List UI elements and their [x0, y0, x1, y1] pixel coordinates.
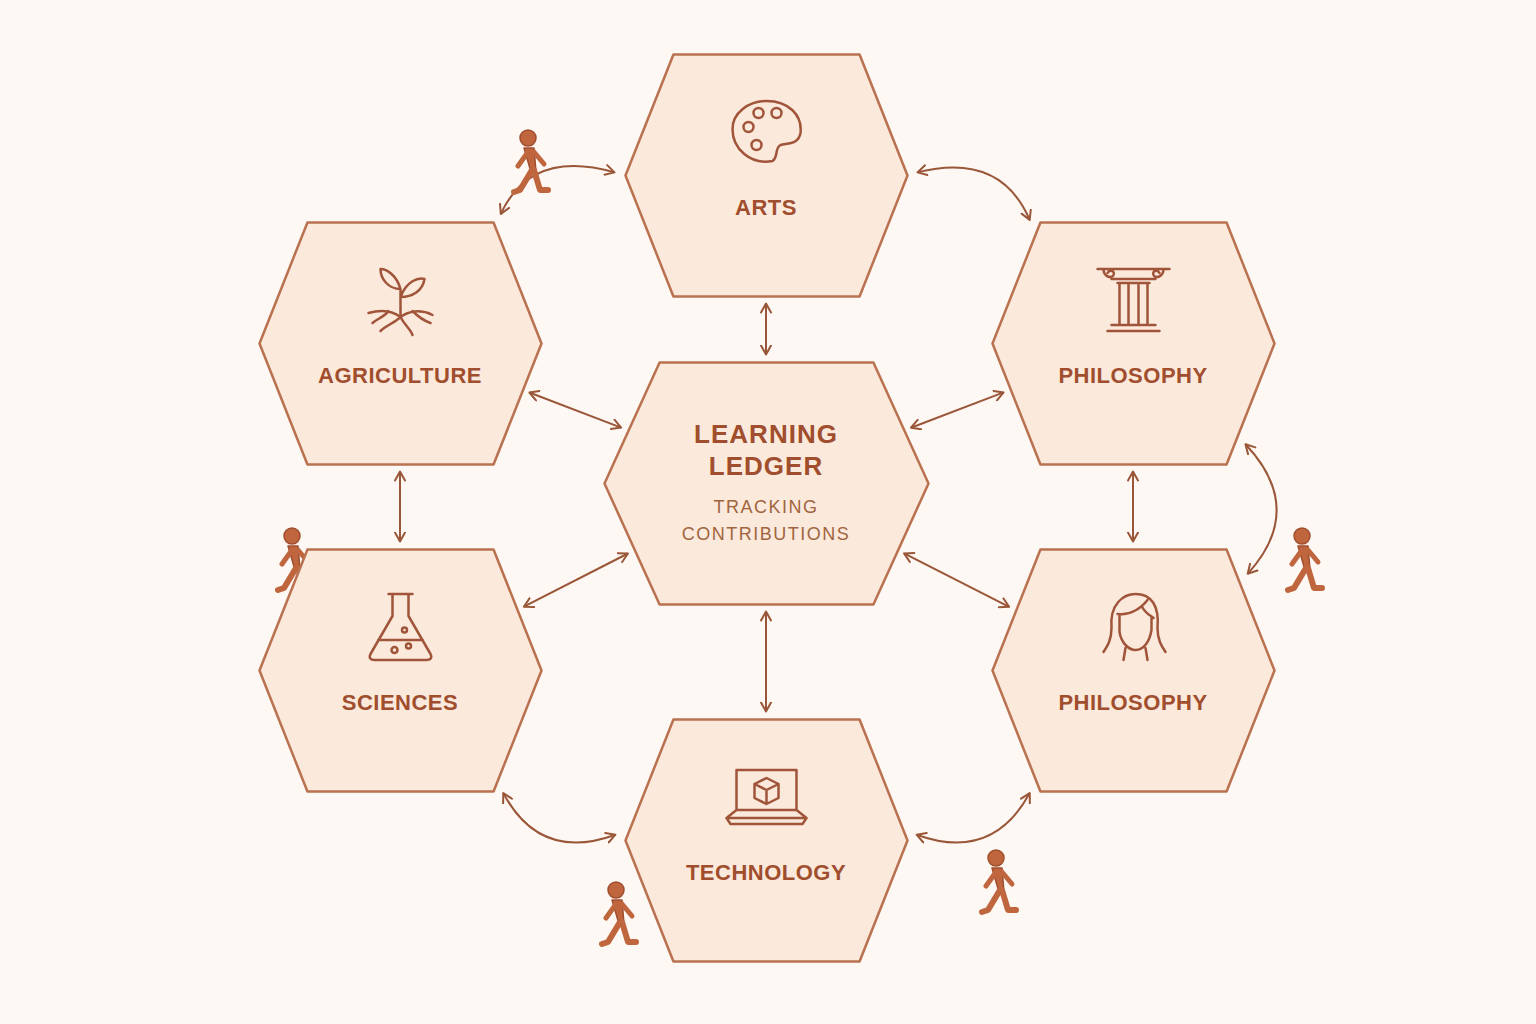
hexagon-outline [991, 548, 1276, 793]
hexagon-outline [603, 361, 930, 606]
hexagon-outline [624, 718, 909, 963]
hub-title: LEARNING LEDGER [671, 418, 861, 482]
connector-arrow [917, 793, 1030, 842]
node-label: TECHNOLOGY [686, 860, 846, 886]
palette-icon [732, 101, 800, 162]
connector-arrow [1132, 472, 1134, 542]
connector-arrow [765, 304, 767, 355]
laptop-icon [726, 770, 806, 824]
hexagon-outline [258, 548, 543, 793]
connector-arrow [524, 554, 628, 607]
hexagon-node: LEARNING LEDGER TRACKING CONTRIBUTIONS [603, 361, 930, 606]
hexagon-outline [624, 53, 909, 298]
flask-icon [369, 594, 431, 660]
hexagon-outline [258, 221, 543, 466]
hub-subtitle: TRACKING CONTRIBUTIONS [646, 494, 886, 548]
walking-person [514, 130, 548, 192]
connector-arrow [911, 392, 1004, 427]
connector-arrow [399, 472, 401, 542]
connector-arrow [503, 793, 615, 842]
column-icon [1097, 269, 1169, 331]
head-icon [1103, 594, 1165, 660]
node-label: PHILOSOPHY [1058, 690, 1207, 716]
hexagon-node: PHILOSOPHY [991, 548, 1276, 793]
hexagon-outline [991, 221, 1276, 466]
hexagon-node: PHILOSOPHY [991, 221, 1276, 466]
hexagon-node: ARTS [624, 53, 909, 298]
connector-arrow [1246, 444, 1277, 574]
connector-arrow [765, 612, 767, 712]
node-label: SCIENCES [342, 690, 458, 716]
connector-arrow [529, 393, 621, 428]
walking-person [1288, 528, 1322, 590]
walking-person [982, 850, 1016, 912]
sprout-icon [368, 269, 432, 335]
hexagon-node: SCIENCES [258, 548, 543, 793]
hexagon-node: AGRICULTURE [258, 221, 543, 466]
hexagon-node: TECHNOLOGY [624, 718, 909, 963]
node-label: PHILOSOPHY [1058, 363, 1207, 389]
connector-arrow [918, 168, 1030, 220]
node-label: AGRICULTURE [318, 363, 482, 389]
walking-person [602, 882, 636, 944]
connector-arrow [904, 553, 1009, 606]
node-label: ARTS [735, 195, 797, 221]
